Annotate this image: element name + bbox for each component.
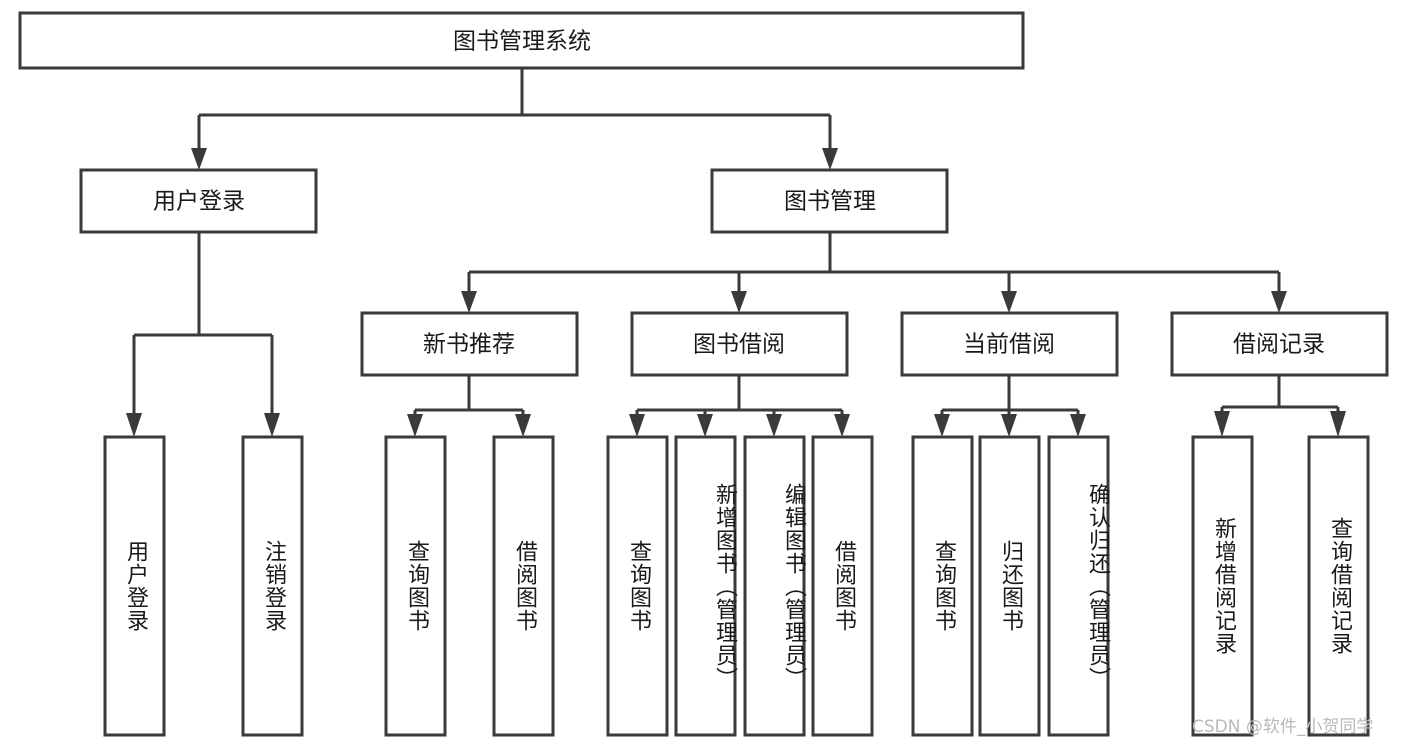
level3-label-book-borrow: 图书借阅 <box>693 332 785 358</box>
node-borrow-record[interactable] <box>1170 311 1389 377</box>
node-book-management[interactable] <box>710 168 949 234</box>
leaf-query-borrow-record-box[interactable] <box>1307 435 1370 737</box>
connector-user-login-to-leaves <box>126 232 280 437</box>
connector-new-book-recommend-to-leaves <box>407 375 531 437</box>
leaf-return-book-box[interactable] <box>978 435 1041 737</box>
node-user-login[interactable] <box>79 168 318 234</box>
leaf-box-group <box>103 435 1370 737</box>
leaf-borrow-book-2-box[interactable] <box>811 435 874 737</box>
level3-label-borrow-record: 借阅记录 <box>1233 332 1325 358</box>
node-book-borrow[interactable] <box>630 311 849 377</box>
leaf-query-book-3-box[interactable] <box>911 435 974 737</box>
level2-label-user-login: 用户登录 <box>153 189 245 215</box>
leaf-query-book-1-box[interactable] <box>384 435 447 737</box>
level2-label-book-management: 图书管理 <box>784 189 876 215</box>
level3-label-current-borrow: 当前借阅 <box>963 332 1055 358</box>
connector-root-to-level2 <box>191 68 838 170</box>
root-node-label: 图书管理系统 <box>453 29 591 55</box>
leaf-confirm-return-admin-box[interactable] <box>1047 435 1110 737</box>
leaf-borrow-book-1-box[interactable] <box>492 435 555 737</box>
leaf-edit-book-admin-box[interactable] <box>743 435 806 737</box>
leaf-user-login-box[interactable] <box>103 435 166 737</box>
leaf-add-book-admin-box[interactable] <box>674 435 737 737</box>
leaf-add-borrow-record-box[interactable] <box>1191 435 1254 737</box>
connector-book-borrow-to-leaves <box>629 375 850 437</box>
level3-label-new-book-recommend: 新书推荐 <box>423 332 515 358</box>
connector-current-borrow-to-leaves <box>934 375 1086 437</box>
connector-borrow-record-to-leaves <box>1214 375 1346 437</box>
csdn-watermark: CSDN @软件_小贺同学 <box>1192 717 1374 737</box>
connector-book-management-to-level3 <box>461 232 1287 313</box>
node-library-management-system[interactable] <box>18 11 1025 70</box>
leaf-query-book-2-box[interactable] <box>606 435 669 737</box>
leaf-logout-login-box[interactable] <box>241 435 304 737</box>
